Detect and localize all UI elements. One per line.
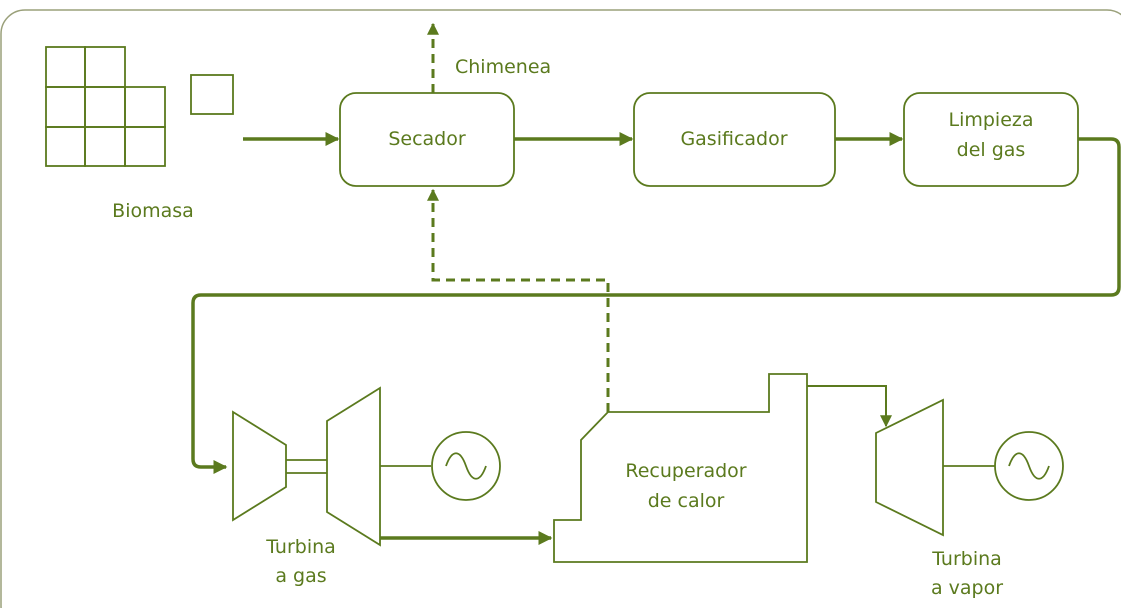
limpieza-label-line2: del gas <box>957 139 1026 161</box>
grid-blocks-icon <box>45 46 234 167</box>
turbina-gas-label-line1: Turbina <box>265 536 336 558</box>
turbina-gas-label-line2: a gas <box>275 565 326 587</box>
hot-gas-return-arrow <box>427 188 610 412</box>
recuperador-shape <box>553 373 808 563</box>
diagram-frame <box>0 9 1121 608</box>
sine-wave-icon <box>431 431 501 501</box>
turbina-vapor-label-line1: Turbina <box>931 548 1002 570</box>
steam-to-turbine-arrow <box>807 385 892 428</box>
turbina-vapor-label-line2: a vapor <box>931 577 1003 599</box>
chimenea-label: Chimenea <box>455 56 551 78</box>
syngas-to-turbine-arrow <box>191 137 1121 474</box>
limpieza-label-line1: Limpieza <box>948 109 1033 131</box>
gasificador-label: Gasificador <box>680 128 787 150</box>
steam-turbine-shape <box>875 398 944 537</box>
gas-turbine-shape <box>326 386 381 547</box>
secador-label: Secador <box>388 128 466 150</box>
biomasa-label: Biomasa <box>112 200 194 222</box>
sine-wave-icon <box>994 431 1064 501</box>
recuperador-label-line1: Recuperador <box>625 460 746 482</box>
recuperador-label-line2: de calor <box>648 490 725 512</box>
compressor-shape <box>232 410 287 522</box>
